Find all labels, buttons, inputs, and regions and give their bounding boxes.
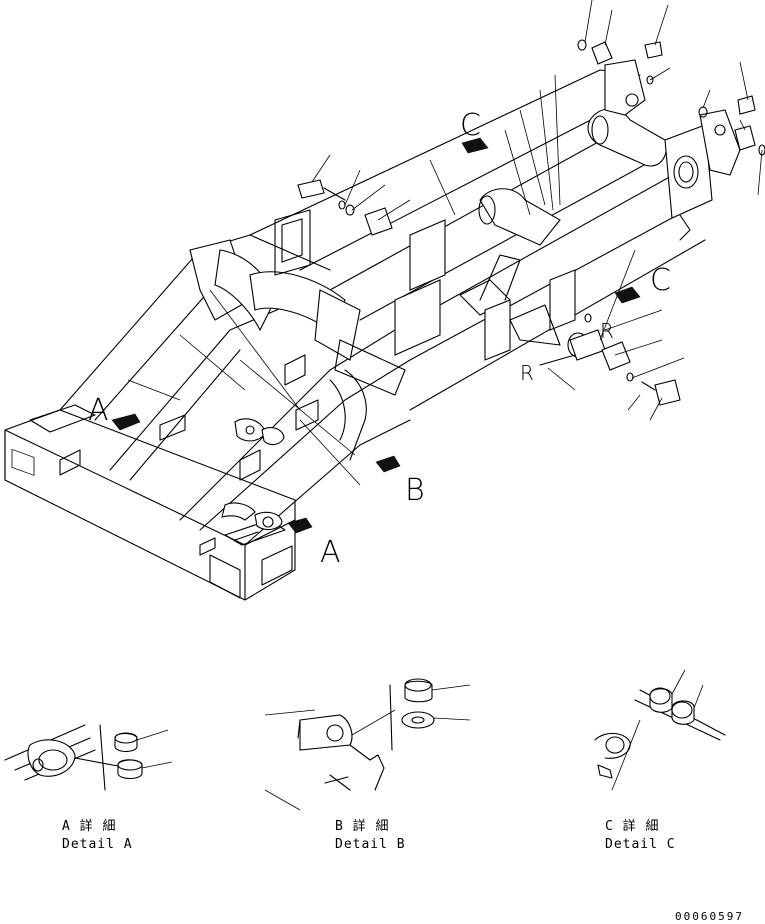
arrow-a-left-icon (111, 413, 141, 431)
detail-c-title: C 詳 細 (605, 818, 659, 834)
callout-r-small: R (600, 319, 614, 343)
callout-c-top: C (460, 108, 481, 143)
detail-b-title: B 詳 細 (335, 818, 389, 834)
detail-a-title: A 詳 細 (62, 818, 116, 834)
document-id: 00060597 (675, 910, 744, 923)
detail-b-drawing (264, 678, 471, 811)
view-arrows (111, 137, 641, 534)
detail-b-subtitle: Detail B (335, 837, 406, 852)
arrow-c-right-icon (614, 286, 641, 304)
callout-c-right: C (650, 263, 671, 298)
detail-c-subtitle: Detail C (605, 837, 676, 852)
detail-c-drawing (594, 669, 726, 791)
detail-a-subtitle: Detail A (62, 837, 133, 852)
callout-b: B (405, 473, 425, 508)
callout-a-bottom: A (320, 535, 341, 570)
callout-a-left: A (88, 393, 109, 428)
callout-r-lower: R (520, 361, 534, 385)
arrow-c-top-icon (461, 137, 489, 154)
arrow-a-bottom-icon (287, 517, 313, 534)
main-frame-assembly (4, 59, 741, 601)
detail-a-drawing (4, 724, 173, 791)
arrow-b-icon (375, 455, 401, 473)
